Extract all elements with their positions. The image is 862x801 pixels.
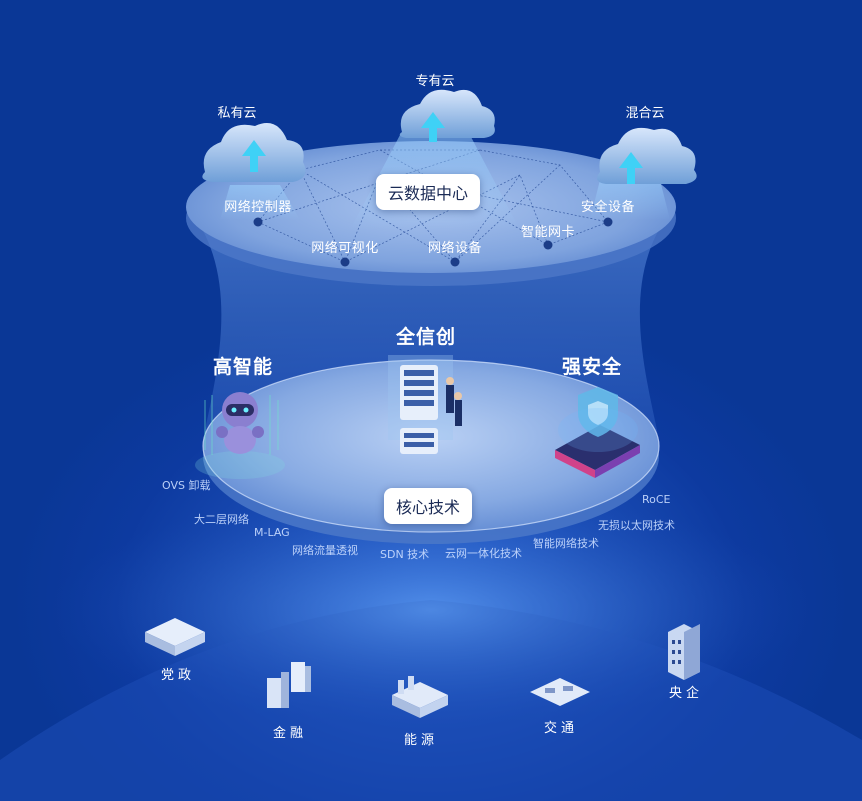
- hybrid-cloud-label: 混合云: [625, 106, 665, 121]
- industry-energy: 能源: [403, 733, 439, 748]
- tech-cloud-network-integration: 云网一体化技术: [445, 547, 522, 560]
- tech-mlag: M-LAG: [254, 526, 290, 539]
- node-network-visualization: 网络可视化: [311, 241, 379, 256]
- tech-ovs-offload: OVS 卸载: [162, 479, 211, 492]
- industry-finance: 金融: [272, 726, 308, 741]
- node-security-device: 安全设备: [580, 200, 636, 215]
- core-technology-label: 核心技术: [383, 488, 473, 524]
- private-cloud-label: 私有云: [217, 106, 257, 121]
- node-network-device: 网络设备: [427, 241, 483, 256]
- tech-sdn: SDN 技术: [380, 548, 430, 561]
- dedicated-cloud-label: 专有云: [415, 74, 455, 89]
- node-smart-nic: 智能网卡: [520, 225, 576, 240]
- industry-government: 党政: [160, 668, 196, 683]
- feature-security-title: 强安全: [561, 356, 623, 378]
- feature-intelligent-title: 高智能: [212, 356, 274, 378]
- feature-xinchuang-title: 全信创: [395, 326, 457, 348]
- tech-large-l2-network: 大二层网络: [194, 513, 249, 526]
- tech-intelligent-network: 智能网络技术: [533, 537, 599, 550]
- node-network-controller: 网络控制器: [224, 200, 292, 215]
- tech-traffic-insight: 网络流量透视: [292, 544, 358, 557]
- industry-transportation: 交通: [543, 721, 579, 736]
- tech-lossless-ethernet: 无损以太网技术: [598, 519, 675, 532]
- tech-roce: RoCE: [642, 493, 671, 506]
- cloud-datacenter-label: 云数据中心: [375, 174, 481, 210]
- industry-central-enterprise: 央企: [668, 686, 704, 701]
